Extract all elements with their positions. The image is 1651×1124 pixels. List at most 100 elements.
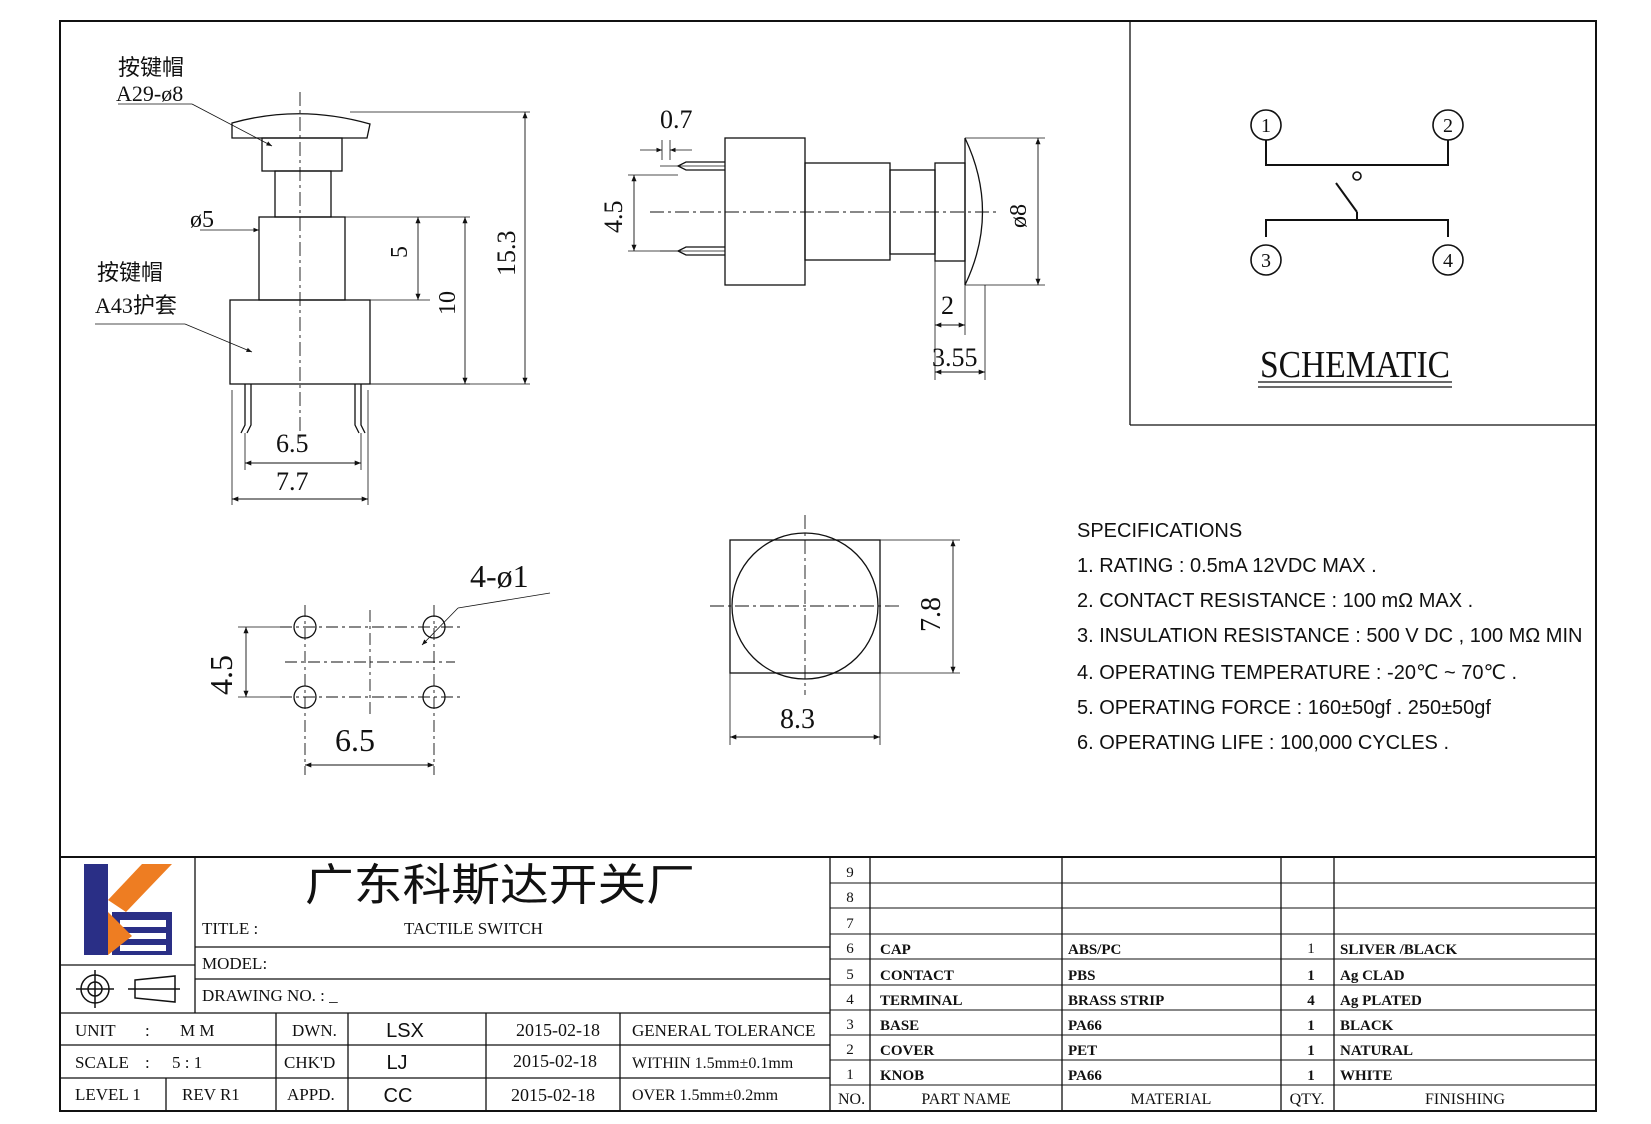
appd-label: APPD. xyxy=(287,1085,335,1104)
spec-item: 3. INSULATION RESISTANCE : 500 V DC , 10… xyxy=(1077,625,1583,647)
level-label: LEVEL 1 xyxy=(75,1085,141,1104)
part-no: 2 xyxy=(846,1042,854,1058)
pcb-layout xyxy=(238,592,551,775)
pin-1-circle xyxy=(1250,109,1282,141)
spec-item: 6. OPERATING LIFE : 100,000 CYCLES . xyxy=(1077,732,1450,754)
part-qty: 4 xyxy=(1307,993,1315,1009)
parts-header-qty: QTY. xyxy=(1290,1091,1325,1108)
parts-table: 9 8 7 6 5 4 3 2 1 CAP CONTACT TERMINAL B… xyxy=(838,865,1505,1108)
chk-label: CHK'D xyxy=(284,1053,335,1072)
dim-15-3: 15.3 xyxy=(492,231,521,277)
dim-0-7: 0.7 xyxy=(660,105,693,134)
sheet-border xyxy=(59,20,1597,1112)
tol-label: GENERAL TOLERANCE xyxy=(632,1021,815,1040)
pin-3-label: 3 xyxy=(1261,250,1271,272)
spec-item: 2. CONTACT RESISTANCE : 100 mΩ MAX . xyxy=(1077,590,1474,612)
spec-item: 5. OPERATING FORCE : 160±50gf . 250±50gf xyxy=(1077,697,1491,719)
dim-holes: 4-ø1 xyxy=(470,558,529,594)
part-finishing: Ag PLATED xyxy=(1340,993,1422,1009)
parts-header-no: NO. xyxy=(838,1091,865,1108)
part-qty: 1 xyxy=(1307,1068,1315,1084)
front-view xyxy=(95,92,530,505)
schematic xyxy=(1250,109,1464,388)
dim-5: 5 xyxy=(387,246,413,258)
dim-6-5-front: 6.5 xyxy=(276,429,309,458)
part-no: 8 xyxy=(846,890,854,906)
pin-3-circle xyxy=(1250,244,1282,276)
part-name: CONTACT xyxy=(880,968,954,984)
pin-4-label: 4 xyxy=(1443,250,1453,272)
scale-label: SCALE xyxy=(75,1053,129,1072)
part-no: 5 xyxy=(846,967,854,983)
rev-label: REV R1 xyxy=(182,1085,240,1104)
dim-6-5-pcb: 6.5 xyxy=(335,722,375,758)
dwn-label: DWN. xyxy=(292,1021,337,1040)
part-qty: 1 xyxy=(1307,968,1315,984)
dwn-date: 2015-02-18 xyxy=(516,1020,600,1040)
parts-header-name: PART NAME xyxy=(921,1091,1010,1108)
chk-name: LJ xyxy=(386,1052,407,1074)
side-view xyxy=(628,137,1045,380)
part-finishing: SLIVER /BLACK xyxy=(1340,942,1457,958)
unit-sep-2: : xyxy=(145,1053,150,1072)
model-label: MODEL: xyxy=(202,954,267,973)
company-name: 广东科斯达开关厂 xyxy=(305,861,695,910)
part-no: 3 xyxy=(846,1017,854,1033)
spec-item: 4. OPERATING TEMPERATURE : -20℃ ~ 70℃ . xyxy=(1077,662,1518,684)
cap-label-cn: 按键帽 xyxy=(118,55,184,80)
pin-4-circle xyxy=(1432,244,1464,276)
part-no: 6 xyxy=(846,941,854,957)
parts-header-material: MATERIAL xyxy=(1131,1091,1212,1108)
part-name: COVER xyxy=(880,1043,934,1059)
specifications: SPECIFICATIONS 1. RATING : 0.5mA 12VDC M… xyxy=(1077,520,1637,767)
part-material: BRASS STRIP xyxy=(1068,993,1164,1009)
part-no: 7 xyxy=(846,916,854,932)
dim-2: 2 xyxy=(941,291,954,320)
part-qty: 1 xyxy=(1307,1018,1315,1034)
part-material: PBS xyxy=(1068,968,1096,984)
part-name: TERMINAL xyxy=(880,993,963,1009)
part-material: PA66 xyxy=(1068,1018,1102,1034)
title-label: TITLE : xyxy=(202,919,258,938)
part-material: PET xyxy=(1068,1043,1097,1059)
part-material: ABS/PC xyxy=(1068,942,1121,958)
dim-7-8: 7.8 xyxy=(916,597,947,632)
appd-date: 2015-02-18 xyxy=(511,1085,595,1105)
cap-label-code: A29-ø8 xyxy=(116,81,183,106)
projection-symbol-icon xyxy=(76,970,180,1008)
unit-label: UNIT xyxy=(75,1021,116,1040)
schematic-title: SCHEMATIC xyxy=(1260,344,1450,386)
sleeve-label-code: A43护套 xyxy=(95,293,177,318)
part-finishing: NATURAL xyxy=(1340,1043,1413,1059)
dim-7-7: 7.7 xyxy=(276,467,309,496)
pin-2-label: 2 xyxy=(1443,115,1453,137)
pin-1-label: 1 xyxy=(1261,115,1271,137)
parts-header-finishing: FINISHING xyxy=(1425,1091,1505,1108)
unit-value: M M xyxy=(180,1021,214,1040)
top-view xyxy=(710,515,960,745)
dim-4-5-pcb: 4.5 xyxy=(203,655,239,695)
part-no: 1 xyxy=(846,1067,854,1083)
chk-date: 2015-02-18 xyxy=(513,1051,597,1071)
dim-3-55: 3.55 xyxy=(932,343,978,372)
part-material: PA66 xyxy=(1068,1068,1102,1084)
spec-item: 1. RATING : 0.5mA 12VDC MAX . xyxy=(1077,555,1377,577)
tol-within: WITHIN 1.5mm±0.1mm xyxy=(632,1055,794,1072)
appd-name: CC xyxy=(384,1085,413,1107)
dim-dia-8: ø8 xyxy=(1006,204,1032,228)
dim-stem-dia: ø5 xyxy=(190,207,214,233)
dim-4-5-side: 4.5 xyxy=(599,201,628,234)
scale-value: 5 : 1 xyxy=(172,1053,202,1072)
unit-sep: : xyxy=(145,1021,150,1040)
title-block-grid xyxy=(60,856,1596,1111)
dwn-name: LSX xyxy=(386,1020,424,1042)
dim-10: 10 xyxy=(435,291,461,315)
part-name: CAP xyxy=(880,942,911,958)
company-logo xyxy=(80,863,176,957)
part-qty: 1 xyxy=(1307,941,1315,957)
specifications-title: SPECIFICATIONS xyxy=(1077,520,1243,542)
part-qty: 1 xyxy=(1307,1043,1315,1059)
schematic-frame xyxy=(1129,21,1596,426)
part-name: BASE xyxy=(880,1018,919,1034)
